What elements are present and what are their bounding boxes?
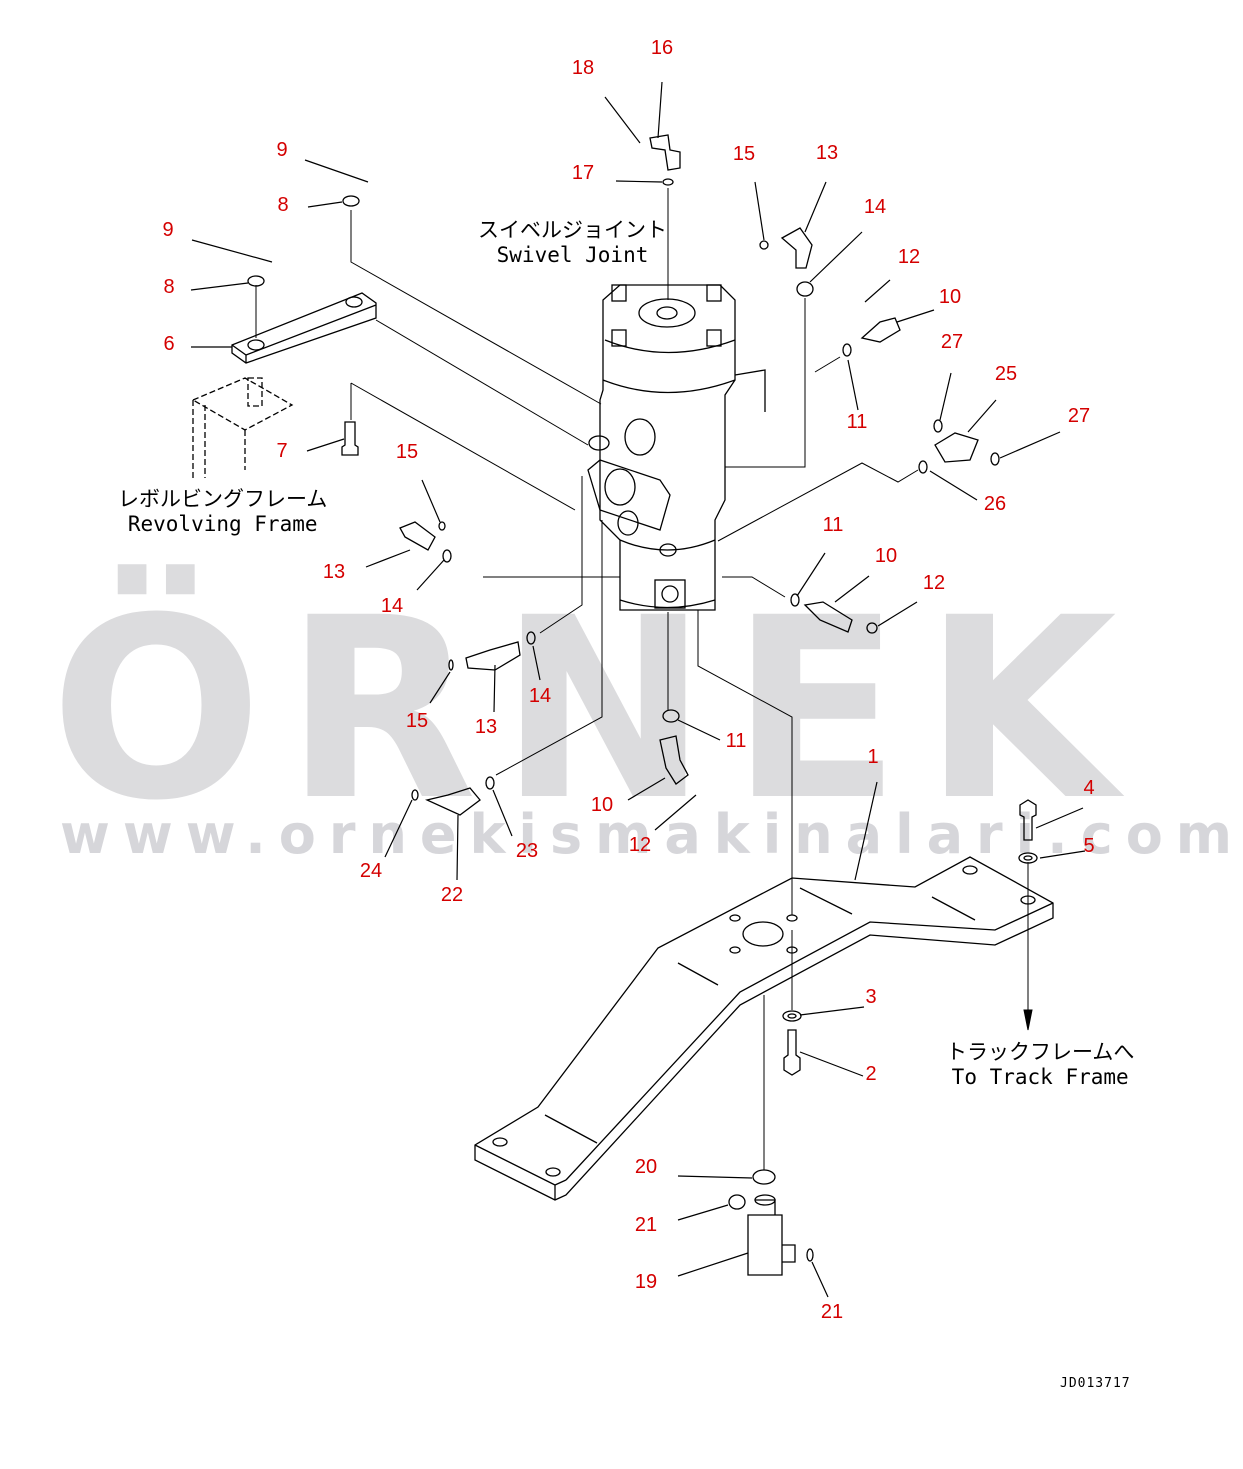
swivel-joint-label-en: Swivel Joint [496, 243, 649, 267]
callout-number: 2 [865, 1063, 877, 1085]
callout-number: 21 [634, 1214, 658, 1236]
callout-number: 16 [650, 37, 674, 59]
track-frame-label-en: To Track Frame [951, 1065, 1129, 1089]
callout-number: 11 [725, 730, 747, 752]
watermark-url: www.ornekismakinalari.com.tr [60, 803, 1243, 866]
callout-number: 1 [867, 746, 879, 768]
callout-number: 14 [380, 595, 404, 617]
callout-number: 26 [983, 493, 1007, 515]
callout-number: 6 [163, 333, 175, 355]
callout-number: 21 [820, 1301, 844, 1323]
callout-number: 13 [815, 142, 839, 164]
revolving-frame-caption: レボルビングフレーム Revolving Frame [118, 487, 327, 537]
callout-number: 18 [571, 57, 595, 79]
swivel-joint-caption: スイベルジョイント Swivel Joint [478, 218, 667, 268]
callout-number: 12 [922, 572, 946, 594]
callout-number: 19 [634, 1271, 658, 1293]
callout-number: 27 [940, 331, 964, 353]
callout-number: 11 [822, 514, 844, 536]
callout-number: 15 [395, 441, 419, 463]
callout-number: 23 [515, 840, 539, 862]
callout-number: 8 [277, 194, 289, 216]
callout-number: 27 [1067, 405, 1091, 427]
callout-number: 13 [474, 716, 498, 738]
track-frame-label-jp: トラックフレームへ [946, 1040, 1135, 1064]
plate-6 [231, 292, 377, 364]
callout-number: 10 [874, 545, 898, 567]
callout-number: 8 [163, 276, 175, 298]
callout-number: 17 [571, 162, 595, 184]
callout-number: 9 [162, 219, 174, 241]
callout-number: 22 [440, 884, 464, 906]
revolving-frame-outline [191, 377, 294, 478]
callout-number: 15 [732, 143, 756, 165]
callout-number: 4 [1083, 777, 1095, 799]
callout-number: 25 [994, 363, 1018, 385]
revolving-frame-label-jp: レボルビングフレーム [118, 487, 328, 511]
callout-number: 12 [628, 834, 652, 856]
callout-number: 10 [590, 794, 614, 816]
callout-leaders [190, 81, 1086, 1298]
drawing-code: JD013717 [1060, 1376, 1131, 1391]
callout-number: 14 [863, 196, 887, 218]
fittings [247, 134, 1000, 1262]
watermark-brand: ÖRNEK [50, 564, 1139, 855]
callout-number: 10 [938, 286, 962, 308]
callout-number: 24 [359, 860, 383, 882]
callout-number: 13 [322, 561, 346, 583]
callout-number: 3 [865, 986, 877, 1008]
callout-number: 11 [846, 411, 868, 433]
callout-number: 12 [897, 246, 921, 268]
frame-plate-1 [474, 856, 1054, 1201]
callout-number: 7 [276, 440, 288, 462]
track-frame-caption: トラックフレームへ To Track Frame [946, 1040, 1134, 1090]
callout-number: 5 [1083, 835, 1095, 857]
swivel-joint [587, 284, 766, 611]
callout-number: 9 [276, 139, 288, 161]
callout-number: 20 [634, 1156, 658, 1178]
callout-number: 14 [528, 685, 552, 707]
swivel-joint-label-jp: スイベルジョイント [478, 218, 667, 242]
callout-number: 15 [405, 710, 429, 732]
revolving-frame-label-en: Revolving Frame [127, 512, 318, 536]
